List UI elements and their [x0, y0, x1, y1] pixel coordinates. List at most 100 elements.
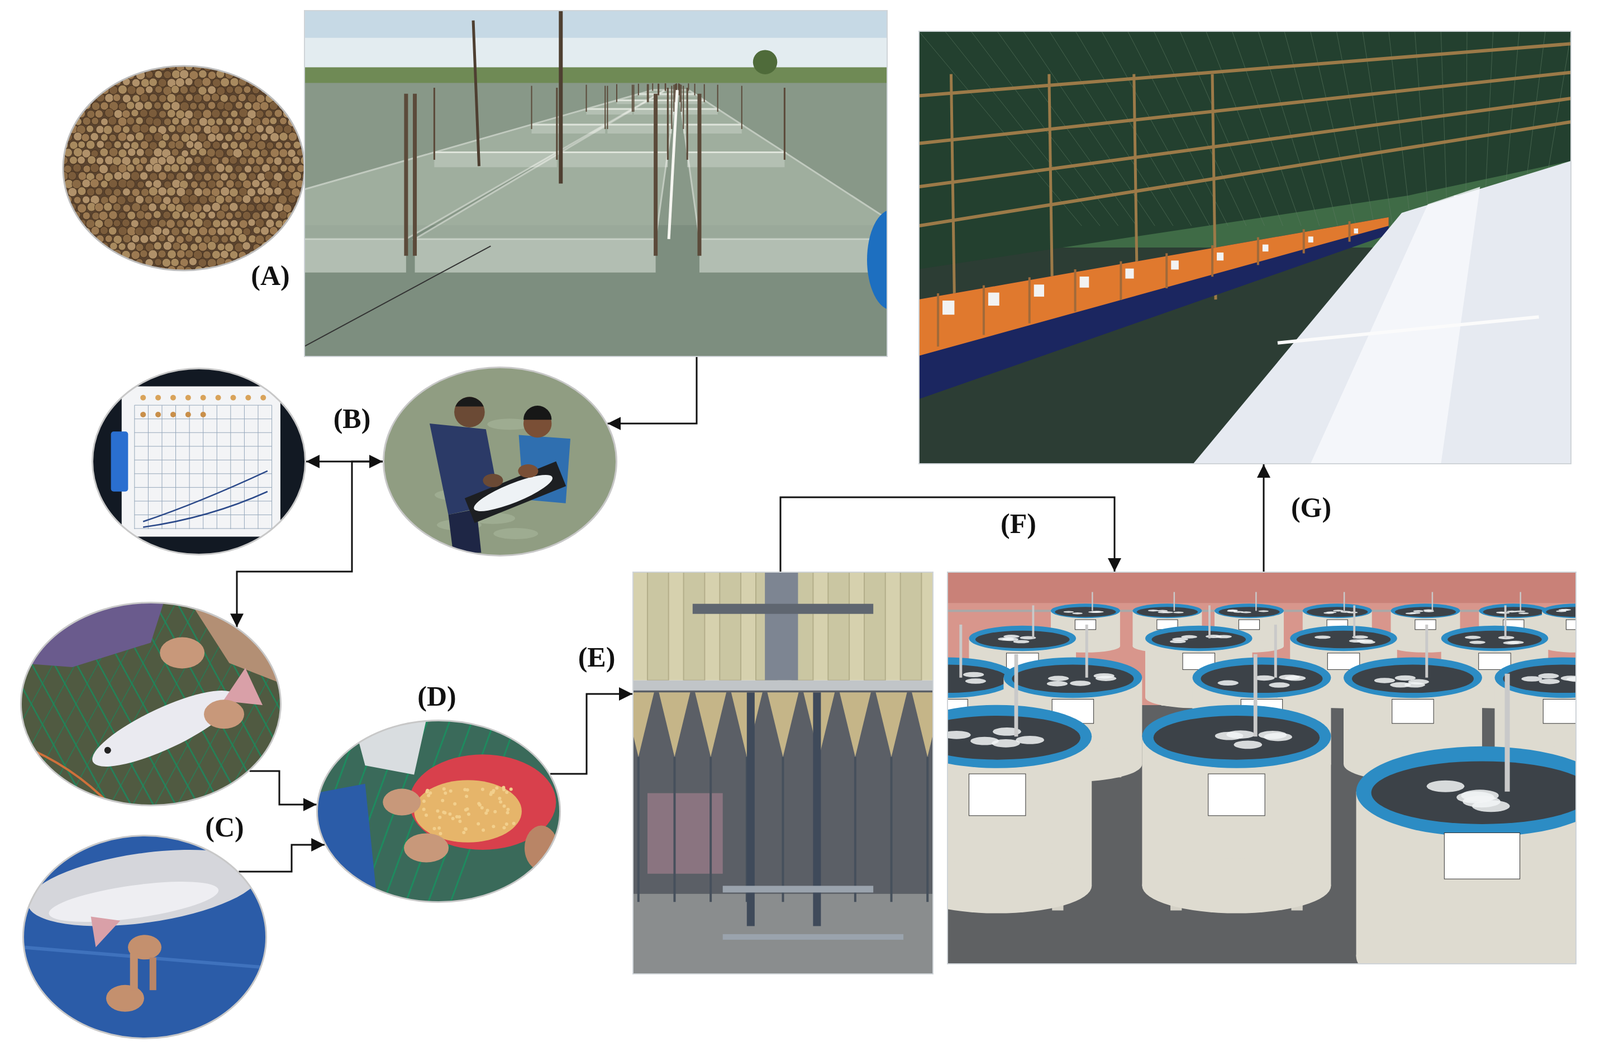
bamboo-beam [918, 43, 1572, 96]
pole [651, 83, 654, 91]
net-line [1153, 30, 1247, 226]
feed-pellet [73, 242, 83, 252]
jar [900, 571, 922, 681]
tank-tag [988, 292, 1000, 306]
feed-pellet [185, 188, 193, 196]
feed-pellet [149, 125, 157, 134]
egg [497, 796, 502, 800]
feed-pellet [175, 155, 185, 165]
label-holder: (B) [333, 403, 371, 435]
tank-tag [1034, 284, 1045, 297]
feed-pellet [94, 110, 104, 119]
tank-water [946, 715, 1081, 760]
feed-pellet [91, 242, 100, 251]
photo-content [22, 834, 268, 1040]
foam [1217, 680, 1239, 686]
net-pen [607, 108, 674, 125]
feed-pellet [295, 85, 305, 95]
feed-pellet [229, 156, 238, 165]
foam [1347, 611, 1359, 613]
foam [1263, 732, 1293, 742]
feed-pellet [176, 265, 185, 274]
feed-pellet [122, 234, 132, 243]
feed-pellet [176, 249, 185, 259]
feed-pellet [212, 78, 221, 88]
feed-pellet [153, 148, 163, 157]
feed-pellet [188, 194, 198, 204]
feed-pellet [67, 218, 77, 228]
feed-pellet [77, 140, 85, 149]
feed-pellet [118, 211, 127, 220]
feed-pellet [255, 110, 264, 118]
fish-body [84, 676, 244, 780]
feed-pellet [230, 110, 238, 118]
feed-pellet [185, 172, 194, 180]
feed-pellet [239, 203, 248, 212]
feed-pellet [94, 187, 103, 195]
feed-pellet [211, 108, 221, 118]
pole [687, 83, 689, 91]
feed-pellet [126, 116, 135, 125]
feed-pellet [167, 172, 175, 181]
feed-pellet [256, 187, 265, 195]
feed-pellet [95, 77, 104, 86]
feed-pellet [212, 141, 221, 150]
pole [664, 83, 666, 91]
feed-pellet [242, 148, 251, 157]
feed-pellet [145, 180, 153, 188]
sample-dot [170, 411, 176, 418]
feed-pellet [181, 194, 190, 204]
feed-pellet [270, 179, 279, 188]
water [382, 366, 618, 557]
feed-pellet [282, 93, 292, 103]
foam [1506, 610, 1518, 613]
egg [425, 789, 429, 794]
ripple [493, 527, 538, 540]
net-line [1284, 30, 1338, 226]
egg [502, 804, 506, 808]
inset-border [63, 65, 305, 271]
feed-pellet [77, 156, 86, 165]
net-line [1179, 30, 1265, 226]
feed-pellet [170, 258, 180, 267]
feed-pellet [188, 85, 197, 93]
feed-pellet [284, 62, 292, 70]
feed-pellet [91, 117, 99, 125]
feed-pellet [242, 211, 251, 220]
tank-rim [1050, 603, 1121, 618]
photo-border [918, 31, 1571, 464]
pole [675, 83, 678, 91]
tank-water [946, 664, 1008, 694]
feed-pellet [82, 242, 92, 252]
feed-pellet [108, 179, 118, 189]
egg [443, 811, 447, 815]
feed-pellet [230, 265, 239, 274]
feed-pellet [252, 101, 262, 111]
feed-pellet [184, 125, 194, 135]
sample-dot [260, 394, 266, 401]
feed-pellet [104, 187, 113, 196]
egg [465, 807, 470, 811]
feed-pellet [234, 86, 243, 95]
egg [458, 819, 462, 823]
feed-pellet [265, 156, 274, 165]
feed-pellet [86, 140, 95, 150]
feed-pellet [239, 156, 247, 165]
feed-pellet [221, 156, 230, 165]
feed-pellet [126, 133, 135, 142]
feed-pellet [89, 178, 99, 188]
feed-pellet [165, 155, 176, 165]
pipe [722, 934, 904, 940]
tank-rim [946, 705, 1092, 769]
feed-pellet [248, 140, 257, 149]
egg [426, 793, 431, 798]
board-post [1348, 221, 1351, 242]
feed-pellet [202, 187, 211, 197]
grid-line [134, 459, 273, 461]
feed-pellet [130, 171, 140, 181]
pole [678, 83, 680, 96]
feed-pellet [90, 70, 99, 80]
worker-hair [523, 405, 552, 420]
feed-pellet [167, 93, 176, 103]
feed-pellet [140, 188, 149, 197]
